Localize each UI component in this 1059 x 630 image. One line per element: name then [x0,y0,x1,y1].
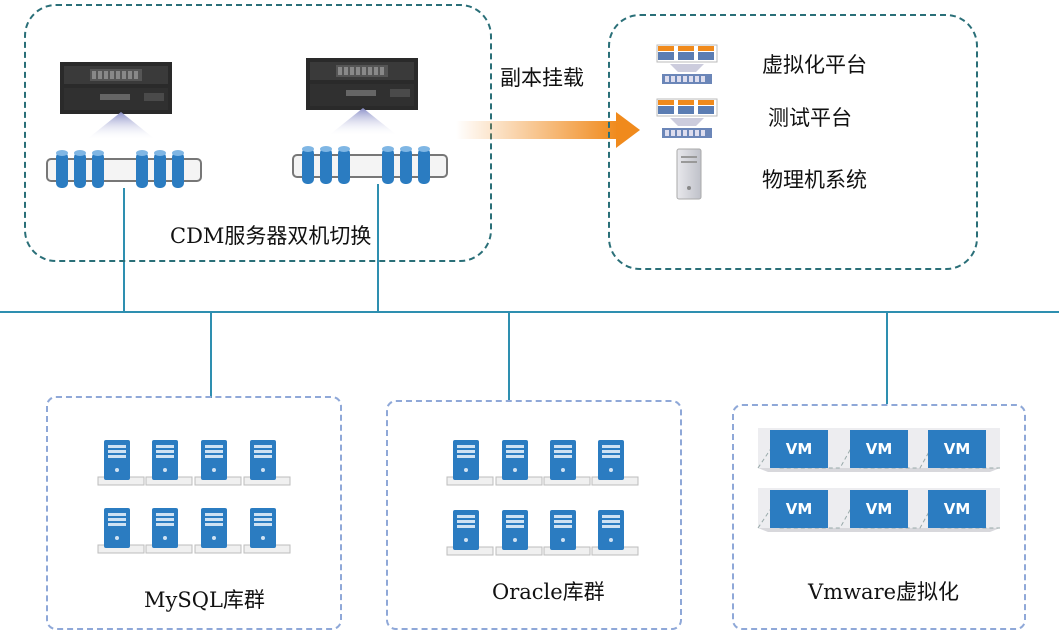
platform-label-physical: 物理机系统 [762,168,867,192]
server-icon [446,439,494,486]
mount-arrow [456,112,640,148]
link-mysql [210,312,212,398]
server-icon [446,509,494,556]
projection-left [86,112,156,140]
server-icon [97,507,145,554]
server-icon [145,507,193,554]
vm-box: VM [928,430,986,468]
server-icon [591,509,639,556]
rack-server-left [60,62,172,114]
mysql-group-label: MySQL库群 [144,588,265,612]
vm-box: VM [850,490,908,528]
cdm-server-group: CDM服务器双机切换 [24,4,492,262]
oracle-group [386,400,682,630]
link-storage-right [377,184,379,312]
storage-array-left [46,148,204,192]
server-icon [194,439,242,486]
server-icon [194,507,242,554]
platform-label-test: 测试平台 [768,106,852,130]
server-icon [495,509,543,556]
vm-box: VM [770,490,828,528]
virtualization-stack-icon [656,44,718,88]
oracle-group-label: Oracle库群 [492,580,605,604]
server-icon [145,439,193,486]
link-oracle [508,312,510,400]
vm-box: VM [770,430,828,468]
server-icon [543,509,591,556]
server-icon [243,439,291,486]
platform-label-virtualization: 虚拟化平台 [762,53,867,77]
mount-label: 副本挂载 [500,66,584,90]
link-storage-left [123,188,125,312]
server-icon [243,507,291,554]
link-vmware [886,312,888,404]
target-platform-group: 虚拟化平台 测试平台 物理机系统 [608,14,978,270]
rack-server-right [306,58,418,110]
cdm-group-label: CDM服务器双机切换 [170,224,372,248]
server-icon [543,439,591,486]
mysql-group [46,396,342,630]
storage-array-right [292,144,450,188]
vmware-group-label: Vmware虚拟化 [808,580,960,604]
vmware-group [732,404,1026,630]
server-icon [495,439,543,486]
physical-server-icon [676,148,702,200]
test-stack-icon [656,98,718,142]
vm-box: VM [850,430,908,468]
network-bus-line [0,311,1059,313]
server-icon [97,439,145,486]
projection-right [328,108,398,136]
server-icon [591,439,639,486]
vm-box: VM [928,490,986,528]
